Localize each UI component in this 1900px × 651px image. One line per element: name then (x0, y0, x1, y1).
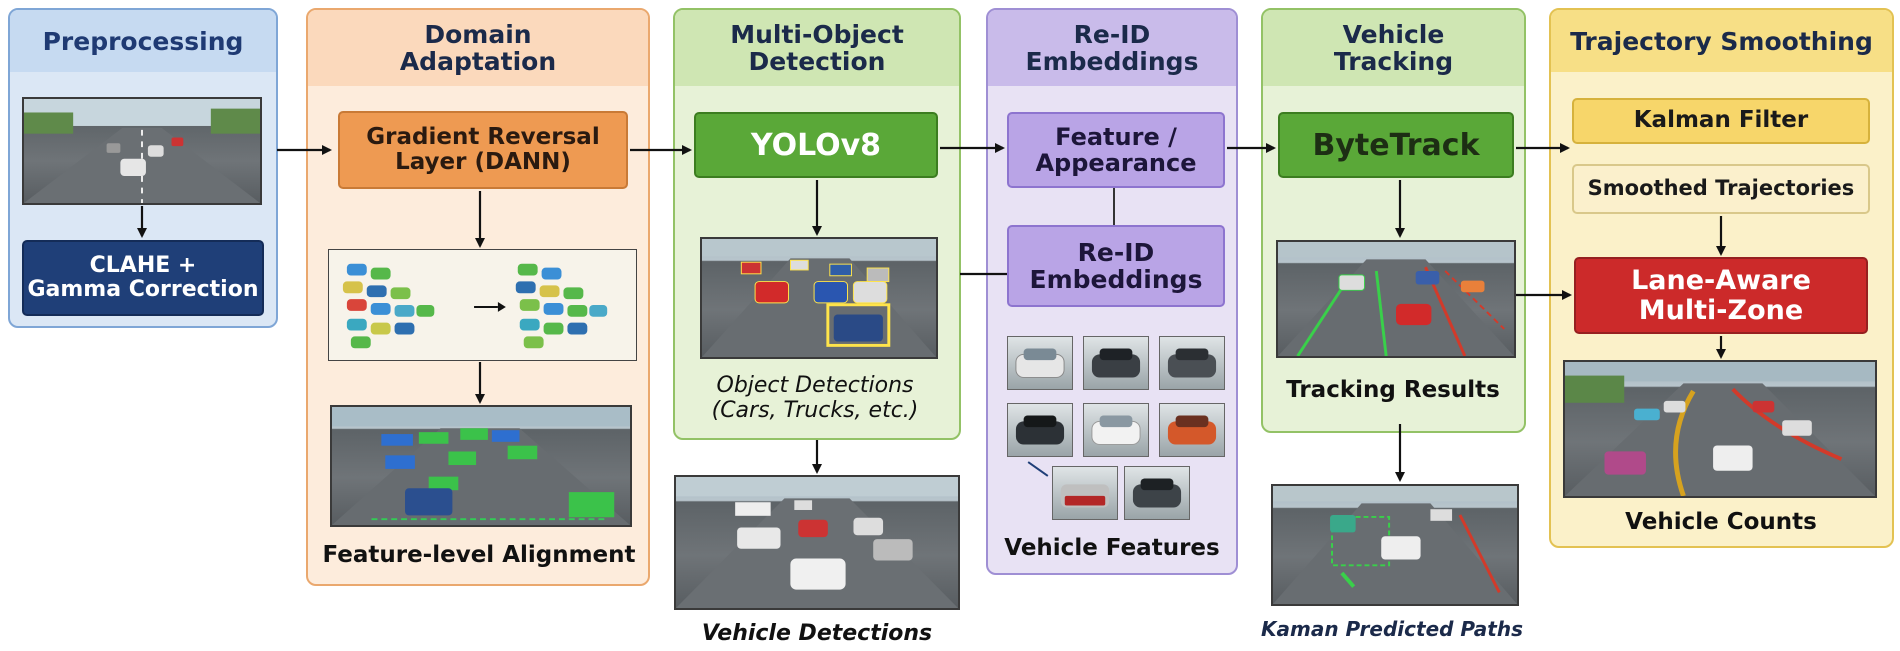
panel-tracking: Vehicle Tracking (1261, 8, 1526, 433)
preprocessing-input-image (22, 97, 262, 205)
domain-aligned-road-image (330, 405, 632, 527)
detection-title: Multi-Object Detection (675, 10, 959, 86)
vehicle-thumb-3 (1159, 336, 1225, 390)
vehicle-thumb-8 (1124, 466, 1190, 520)
tracking-title: Vehicle Tracking (1263, 10, 1524, 86)
vehicle-thumb-6 (1159, 403, 1225, 457)
object-detections-caption: Object Detections (Cars, Trucks, etc.) (711, 373, 919, 424)
clahe-gamma-box: CLAHE + Gamma Correction (22, 240, 264, 316)
domain-adaptation-title: Domain Adaptation (308, 10, 648, 86)
tracking-results-image (1276, 240, 1516, 358)
feature-level-alignment-caption: Feature-level Alignment (322, 542, 636, 568)
vehicle-thumb-5 (1083, 403, 1149, 457)
bytetrack-box: ByteTrack (1278, 112, 1514, 178)
reid-title: Re-ID Embeddings (988, 10, 1236, 86)
gradient-reversal-box: Gradient Reversal Layer (DANN) (338, 111, 628, 189)
yolov8-box: YOLOv8 (694, 112, 938, 178)
vehicle-features-caption: Vehicle Features (1004, 535, 1220, 561)
preprocessing-title: Preprocessing (10, 10, 276, 72)
feature-appearance-box: Feature / Appearance (1007, 112, 1225, 188)
smoothed-trajectories-box: Smoothed Trajectories (1572, 164, 1870, 214)
vehicle-thumb-7 (1052, 466, 1118, 520)
vehicle-detections-image (674, 475, 960, 610)
vehicle-thumb-2 (1083, 336, 1149, 390)
smoothing-title: Trajectory Smoothing (1551, 10, 1892, 72)
reid-embeddings-box: Re-ID Embeddings (1007, 225, 1225, 307)
vehicle-thumb-1 (1007, 336, 1073, 390)
lane-aware-multizone-box: Lane-Aware Multi-Zone (1574, 257, 1868, 334)
object-detections-image (700, 237, 938, 359)
kalman-filter-box: Kalman Filter (1572, 98, 1870, 144)
vehicle-thumb-4 (1007, 403, 1073, 457)
feature-alignment-visual (328, 249, 637, 361)
kalman-predicted-paths-caption: Kaman Predicted Paths (1260, 617, 1523, 641)
tracking-results-caption: Tracking Results (1286, 377, 1500, 403)
kalman-predicted-paths-image (1271, 484, 1519, 606)
vehicle-counts-caption: Vehicle Counts (1625, 509, 1817, 535)
reid-connector-line (1113, 188, 1115, 226)
vehicle-detections-caption: Vehicle Detections (701, 621, 933, 646)
vehicle-counts-image (1563, 360, 1877, 498)
